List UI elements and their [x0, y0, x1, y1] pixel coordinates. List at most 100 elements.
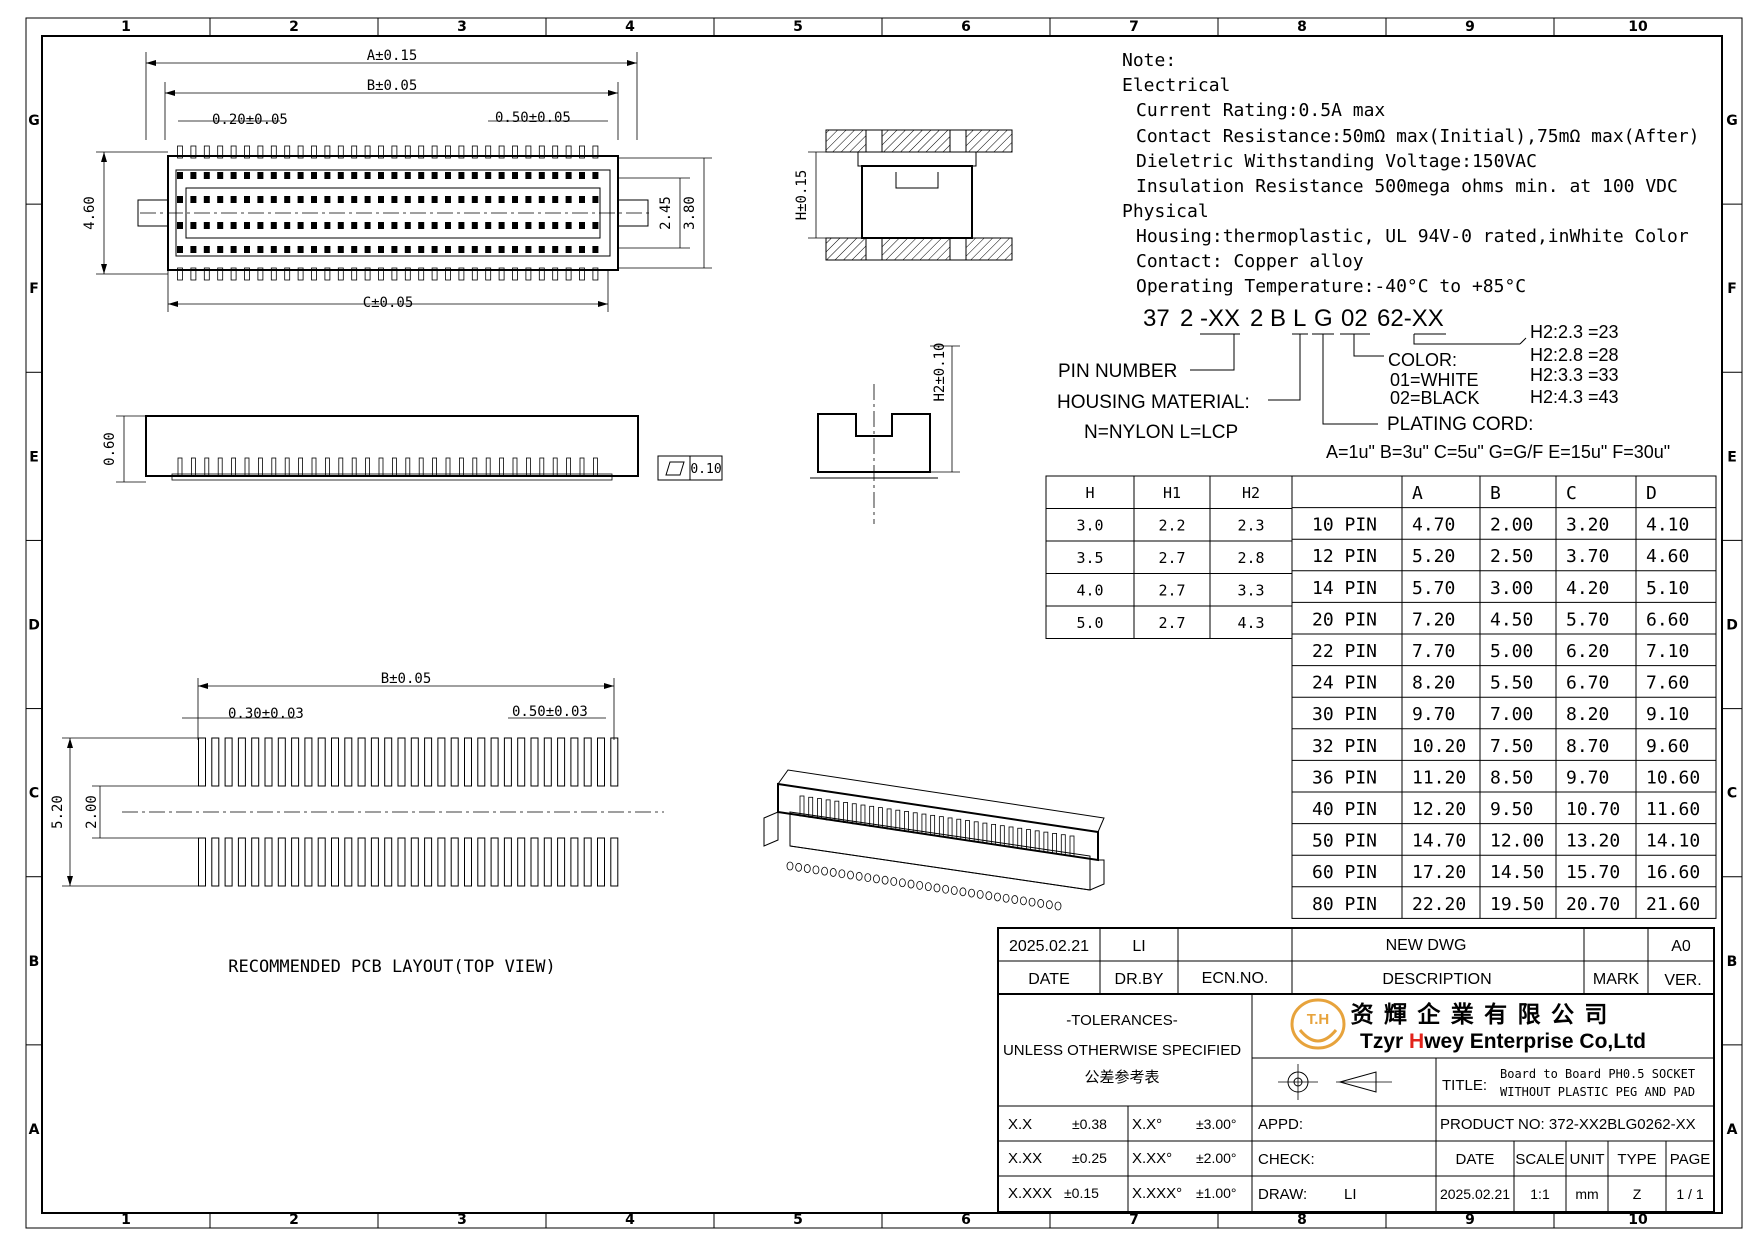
top-pin — [525, 145, 532, 159]
zone-col-bottom: 3 — [457, 1212, 467, 1228]
dim-b-label: B±0.05 — [367, 78, 418, 94]
code-seg-0: 37 — [1143, 305, 1170, 332]
top-pin — [257, 145, 264, 159]
contact-pad — [284, 222, 291, 229]
top-pin — [498, 145, 505, 159]
zone-col-top: 2 — [289, 19, 299, 35]
dim-table-cell: 14.70 — [1412, 831, 1466, 852]
company-name-cn: 资 輝 企 業 有 限 公 司 — [1351, 1001, 1610, 1027]
top-pin — [538, 145, 545, 159]
code-seg-8: 62-XX — [1377, 305, 1444, 332]
contact-pad — [190, 222, 197, 229]
dim-table-cell: 17.20 — [1412, 862, 1466, 883]
top-pin — [337, 145, 344, 159]
product-no: PRODUCT NO: 372-XX2BLG0262-XX — [1440, 1116, 1696, 1133]
dim-table-cell: 20.70 — [1566, 894, 1620, 915]
iso-contact — [851, 803, 857, 825]
iso-contact — [921, 813, 927, 835]
pcb-pad — [251, 837, 260, 887]
contact-pad — [565, 172, 572, 179]
side-pin — [445, 457, 451, 477]
zone-row-left: A — [29, 1122, 40, 1138]
contact-pad — [485, 196, 492, 203]
contact-pad — [217, 196, 224, 203]
end-view: H2±0.10 — [810, 342, 960, 524]
h-table-cell: 2.7 — [1158, 614, 1185, 632]
iso-foot — [873, 874, 880, 884]
pin-number-label: PIN NUMBER — [1058, 361, 1177, 382]
iso-foot — [1054, 901, 1062, 911]
pcb-pad — [264, 737, 273, 787]
h-table-cell: 2.3 — [1237, 517, 1264, 535]
top-pin — [324, 267, 331, 281]
side-pin — [418, 457, 424, 477]
note-dielectric: Dieletric Withstanding Voltage:150VAC — [1136, 151, 1537, 172]
top-pin — [217, 267, 224, 281]
top-view-pins — [177, 145, 599, 281]
dim-table-cell: 5.50 — [1490, 673, 1533, 694]
side-height-label: 0.60 — [102, 432, 118, 466]
dim-table-cell: 4.10 — [1646, 515, 1689, 536]
pitch-label: 0.50±0.05 — [495, 110, 571, 126]
side-pin — [458, 457, 464, 477]
tol-r2-c1: X.XX — [1008, 1150, 1042, 1167]
title-line-2: WITHOUT PLASTIC PEG AND PAD — [1500, 1085, 1695, 1099]
contact-pad — [565, 196, 572, 203]
pcb-pad — [344, 837, 353, 887]
iso-foot — [795, 862, 803, 872]
company-name-h: H — [1409, 1030, 1424, 1053]
pcb-pad — [357, 837, 366, 887]
contact-pad — [418, 196, 425, 203]
contact-pad — [431, 246, 438, 253]
contact-pad — [378, 172, 384, 179]
contact-pad — [297, 222, 304, 229]
contact-pad — [458, 196, 465, 203]
pcb-pitch-label: 0.50±0.03 — [512, 704, 588, 720]
dim-table-cell: 16.60 — [1646, 862, 1700, 883]
tol-r3-c1: X.XXX — [1008, 1185, 1052, 1202]
h-table-header: H — [1085, 484, 1094, 502]
zone-row-right: E — [1727, 449, 1737, 465]
iso-contact — [904, 811, 909, 832]
dim-table-cell: 15.70 — [1566, 862, 1620, 883]
iso-contact — [1008, 826, 1014, 848]
rev-ver: A0 — [1671, 938, 1691, 955]
dim-table-cell: 3.20 — [1566, 515, 1609, 536]
pcb-pad — [450, 737, 459, 787]
tol-r3-c4: ±1.00° — [1196, 1185, 1237, 1201]
color-label: COLOR: — [1388, 350, 1457, 370]
top-pin — [351, 267, 358, 281]
contact-pad — [445, 246, 451, 253]
iso-foot — [847, 870, 854, 880]
pcb-pad — [331, 737, 339, 787]
top-pin — [592, 267, 599, 281]
pcb-pad — [490, 837, 499, 887]
side-pin — [231, 457, 237, 477]
dim-table-pin: 10 PIN — [1312, 515, 1377, 536]
contact-pad — [324, 246, 331, 253]
top-pin — [364, 145, 371, 159]
zone-row-right: D — [1726, 618, 1738, 634]
top-pin — [284, 267, 291, 281]
top-pin — [244, 267, 250, 281]
contact-pad — [592, 172, 599, 179]
dim-table-pin: 20 PIN — [1312, 609, 1377, 630]
h-table-cell: 5.0 — [1076, 614, 1103, 632]
contact-pad — [378, 222, 384, 229]
iso-contact — [912, 812, 918, 834]
rev-h-desc: DESCRIPTION — [1382, 971, 1491, 988]
contact-pad — [337, 246, 344, 253]
tol-line-1: -TOLERANCES- — [1066, 1012, 1177, 1029]
iso-foot — [838, 869, 846, 879]
h2-option-28: H2:2.8 =28 — [1530, 345, 1619, 365]
top-pin — [471, 145, 478, 159]
end-h2-label: H2±0.10 — [932, 342, 948, 401]
contact-pad — [404, 172, 411, 179]
side-pin — [566, 457, 571, 477]
flatness-label: 0.10 — [690, 462, 721, 477]
contact-pad — [579, 196, 585, 203]
part-code-breakdown: 37 2 -XX 2 B L G 02 62-XX PIN NUMBER HOU… — [1057, 305, 1670, 462]
pcb-pad — [277, 837, 286, 887]
pcb-pad — [503, 737, 512, 787]
rev-date: 2025.02.21 — [1009, 938, 1089, 955]
